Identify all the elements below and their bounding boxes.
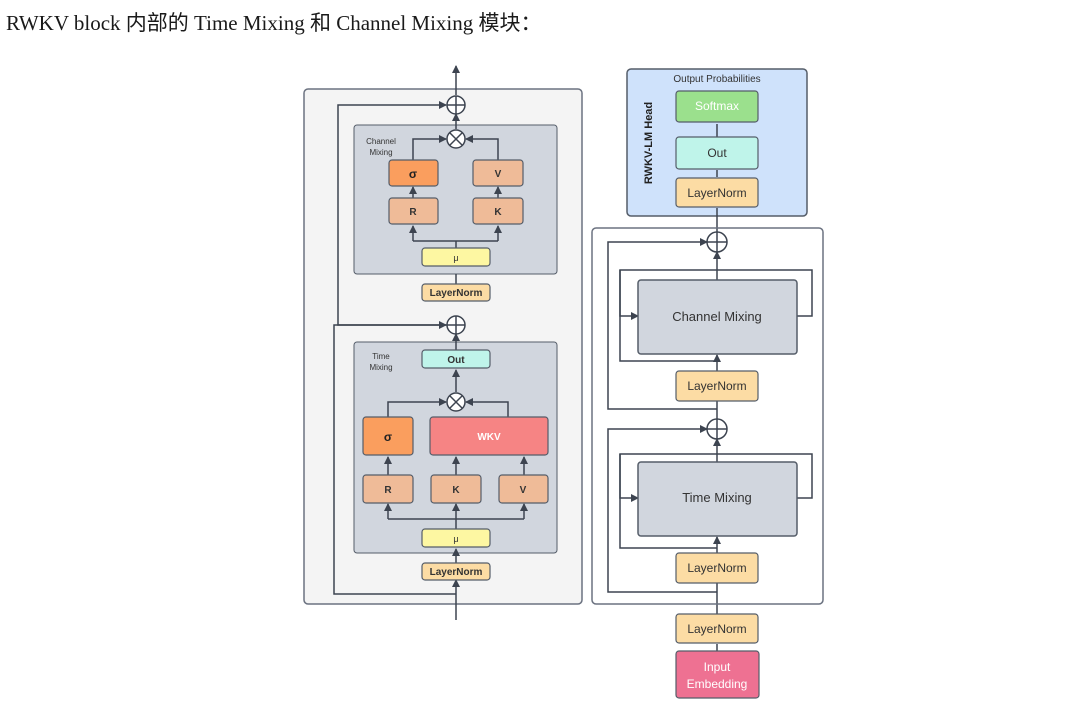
time-layernorm-label-right: LayerNorm	[687, 561, 746, 575]
channel-mixing-group-label-1: Channel	[366, 137, 396, 146]
time-layernorm-box	[421, 562, 491, 581]
channel-r-box	[388, 197, 439, 225]
channel-k-box	[472, 197, 524, 225]
time-k-box	[430, 474, 482, 504]
channel-mixing-group-label-2: Mixing	[369, 148, 392, 157]
head-out-label: Out	[707, 146, 727, 160]
channel-layernorm-box	[421, 283, 491, 302]
softmax-box	[675, 90, 759, 123]
channel-sigma-label: σ	[409, 167, 417, 181]
input-layernorm-label: LayerNorm	[687, 622, 746, 636]
input-embedding-label-1: Input	[704, 660, 731, 674]
head-layernorm-label: LayerNorm	[687, 186, 746, 200]
right-block-panel	[591, 227, 824, 605]
input-layernorm-box	[675, 613, 759, 644]
time-k-label: K	[452, 485, 460, 496]
time-mixing-box	[637, 461, 798, 537]
left-rwkv-block: Channel Mixing σ V R K μ	[303, 65, 583, 620]
softmax-label: Softmax	[695, 99, 739, 113]
time-sigma-label: σ	[384, 430, 392, 444]
time-layernorm-label: LayerNorm	[430, 567, 483, 578]
time-mu-label: μ	[453, 534, 458, 544]
channel-v-label: V	[495, 169, 502, 180]
time-out-label: Out	[447, 355, 465, 366]
time-v-label: V	[520, 485, 527, 496]
time-mu-box	[421, 528, 491, 548]
time-v-box	[498, 474, 549, 504]
head-out-box	[675, 136, 759, 170]
channel-layernorm-label-right: LayerNorm	[687, 379, 746, 393]
channel-layernorm-box-right	[675, 370, 759, 402]
head-layernorm-box	[675, 177, 759, 208]
time-wkv-label: WKV	[477, 432, 501, 443]
time-mixing-group-label-2: Mixing	[369, 363, 392, 372]
right-model-stack: Output Probabilities RWKV-LM Head Softma…	[591, 68, 824, 699]
channel-mu-label: μ	[453, 253, 458, 263]
time-wkv-box	[429, 416, 549, 456]
channel-mixing-box	[637, 279, 798, 355]
time-layernorm-box-right	[675, 552, 759, 584]
lm-head-side-label: RWKV-LM Head	[643, 102, 655, 184]
channel-layernorm-label: LayerNorm	[430, 288, 483, 299]
channel-v-box	[472, 159, 524, 187]
channel-k-label: K	[494, 207, 502, 218]
output-probabilities-label: Output Probabilities	[673, 74, 760, 85]
input-embedding-label-2: Embedding	[687, 677, 748, 691]
caption: RWKV block 内部的 Time Mixing 和 Channel Mix…	[6, 11, 542, 35]
time-mixing-wires	[333, 321, 528, 620]
channel-r-label: R	[409, 207, 417, 218]
channel-mixing-label: Channel Mixing	[672, 309, 762, 324]
time-sigma-box	[362, 416, 414, 456]
channel-mu-box	[421, 247, 491, 267]
time-mixing-group-label-1: Time	[372, 352, 390, 361]
time-out-box	[421, 349, 491, 369]
time-mixing-label: Time Mixing	[682, 490, 752, 505]
channel-sigma-box	[388, 159, 439, 187]
input-embedding-box	[675, 650, 760, 699]
time-r-box	[362, 474, 414, 504]
time-r-label: R	[384, 485, 392, 496]
